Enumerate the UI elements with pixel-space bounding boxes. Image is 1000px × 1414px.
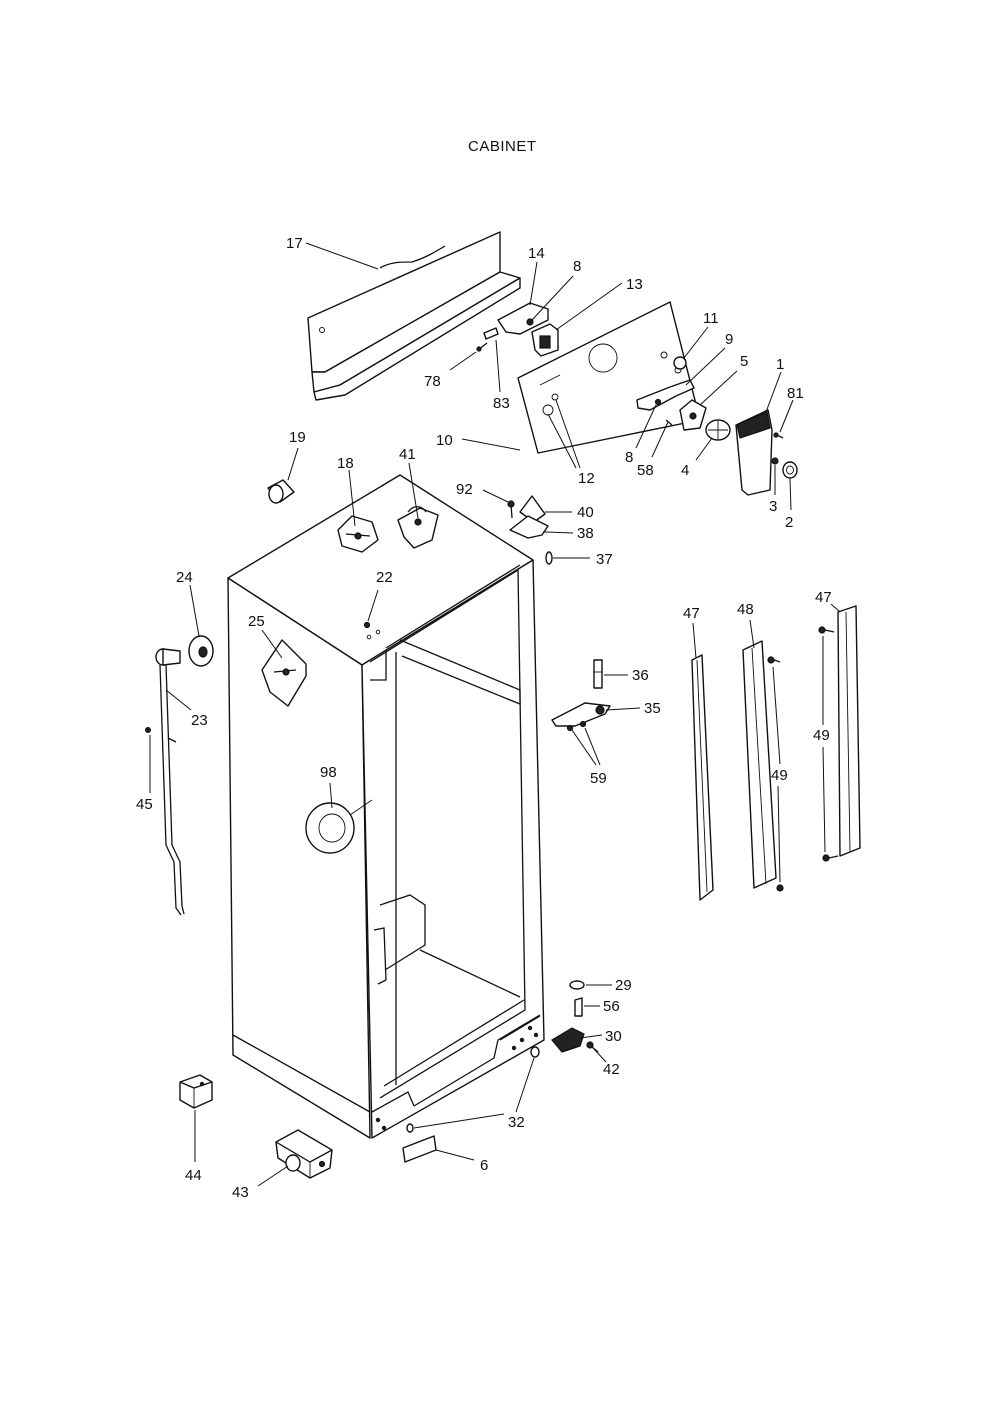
callout-48: 48 xyxy=(737,601,754,618)
part-30-bottom-hinge xyxy=(551,1027,585,1053)
diagram-title: CABINET xyxy=(468,138,537,155)
callout-12: 12 xyxy=(578,470,595,487)
part-45-screw xyxy=(145,726,152,733)
callout-13: 13 xyxy=(626,276,643,293)
callout-11: 11 xyxy=(703,310,719,327)
part-8-upper-screw xyxy=(526,318,534,326)
part-56-pin xyxy=(574,997,583,1017)
part-58-screw xyxy=(665,419,673,426)
callout-9: 9 xyxy=(725,331,733,348)
callout-29: 29 xyxy=(615,977,632,994)
callout-14: 14 xyxy=(528,245,545,262)
callout-5: 5 xyxy=(740,353,748,370)
callout-22: 22 xyxy=(376,569,393,586)
callout-8-lower: 8 xyxy=(625,449,633,466)
part-48-center-rail xyxy=(742,640,784,892)
part-81-screw xyxy=(773,432,784,439)
callout-44: 44 xyxy=(185,1167,202,1184)
callout-43: 43 xyxy=(232,1184,249,1201)
part-5-fan-blade xyxy=(679,399,707,431)
part-37-shim xyxy=(545,551,553,565)
part-44-leveler-block xyxy=(179,1074,213,1109)
callout-98: 98 xyxy=(320,764,337,781)
part-2-ring xyxy=(782,461,798,479)
callout-58: 58 xyxy=(637,462,654,479)
callout-38: 38 xyxy=(577,525,594,542)
callout-40: 40 xyxy=(577,504,594,521)
cabinet-body xyxy=(227,474,545,1139)
callout-59: 59 xyxy=(590,770,607,787)
callout-3: 3 xyxy=(769,498,777,515)
callout-45: 45 xyxy=(136,796,153,813)
part-38-top-hinge xyxy=(509,515,549,539)
callout-8-upper: 8 xyxy=(573,258,581,275)
callout-23: 23 xyxy=(191,712,208,729)
part-25-cover-plate xyxy=(261,639,307,707)
part-9-fan-bracket xyxy=(636,379,695,411)
part-98-seal xyxy=(305,799,373,854)
callout-17: 17 xyxy=(286,235,303,252)
part-1-air-duct xyxy=(735,409,773,496)
part-3-grommet xyxy=(771,457,779,465)
part-10-evaporator-cover xyxy=(517,301,701,454)
callout-42: 42 xyxy=(603,1061,620,1078)
part-43-roller-assembly xyxy=(275,1129,333,1179)
callout-10: 10 xyxy=(436,432,453,449)
callout-18: 18 xyxy=(337,455,354,472)
part-4-fan-motor xyxy=(705,419,731,441)
part-8-lower-screw xyxy=(654,398,662,406)
callout-32: 32 xyxy=(508,1114,525,1131)
callout-35: 35 xyxy=(644,700,661,717)
part-29-washer xyxy=(569,980,585,990)
part-42-screw xyxy=(586,1041,599,1053)
callout-47-left: 47 xyxy=(683,605,700,622)
part-19-cap xyxy=(267,479,295,504)
part-83-clip xyxy=(483,327,499,340)
part-17-top-panel xyxy=(307,231,521,401)
part-13-control-switch xyxy=(531,323,559,357)
callout-49-right: 49 xyxy=(813,727,830,744)
part-32-plugs xyxy=(406,1046,540,1133)
part-59-screws xyxy=(566,720,587,732)
callout-47-right: 47 xyxy=(815,589,832,606)
part-47-right-rail xyxy=(818,605,861,862)
callout-92: 92 xyxy=(456,481,473,498)
callout-56: 56 xyxy=(603,998,620,1015)
callout-37: 37 xyxy=(596,551,613,568)
part-24-washer xyxy=(188,635,214,667)
callout-19: 19 xyxy=(289,429,306,446)
callout-2: 2 xyxy=(785,514,793,531)
callout-30: 30 xyxy=(605,1028,622,1045)
part-41-wire-harness xyxy=(397,506,439,549)
part-23-hinge-rod xyxy=(155,648,185,916)
part-36-hinge-pin xyxy=(593,659,603,689)
callout-1: 1 xyxy=(776,356,784,373)
callout-24: 24 xyxy=(176,569,193,586)
callout-49-center: 49 xyxy=(771,767,788,784)
part-78-screw xyxy=(476,342,488,352)
part-47-left-rail xyxy=(691,654,714,901)
callout-83: 83 xyxy=(493,395,510,412)
callout-81: 81 xyxy=(787,385,804,402)
part-11-plug xyxy=(673,356,687,370)
part-18-bracket xyxy=(337,515,379,553)
callout-6: 6 xyxy=(480,1157,488,1174)
part-92-screw xyxy=(507,500,515,519)
callout-36: 36 xyxy=(632,667,649,684)
callout-78: 78 xyxy=(424,373,441,390)
part-35-center-hinge xyxy=(551,702,611,727)
callout-4: 4 xyxy=(681,462,689,479)
part-6-cover-strip xyxy=(402,1135,437,1163)
callout-25: 25 xyxy=(248,613,265,630)
part-22-plug xyxy=(363,621,381,640)
callout-41: 41 xyxy=(399,446,416,463)
